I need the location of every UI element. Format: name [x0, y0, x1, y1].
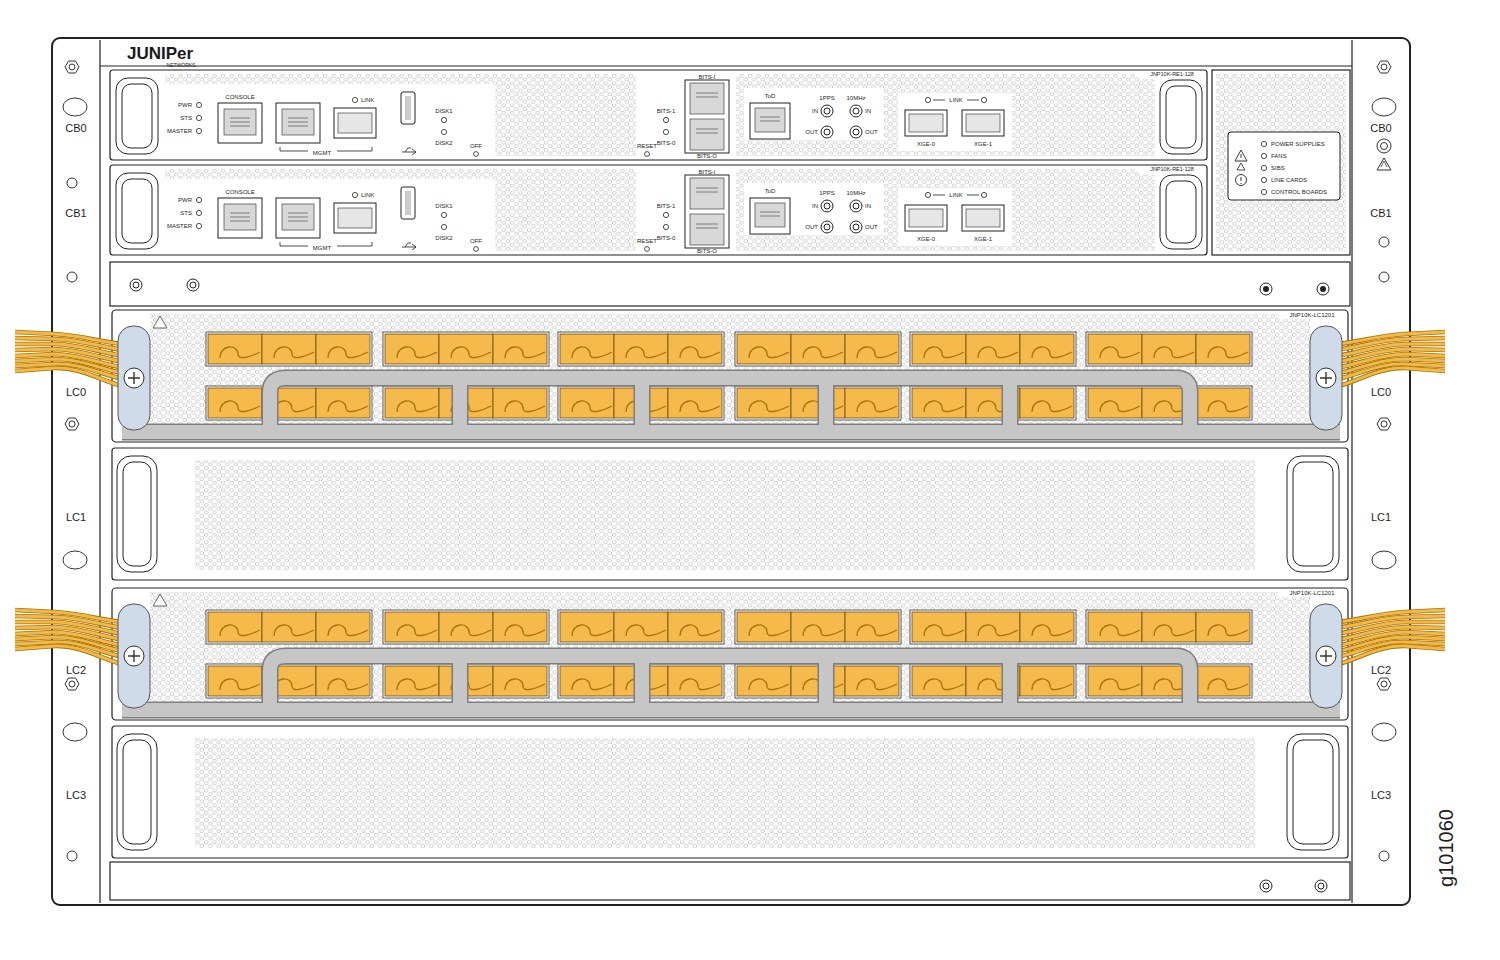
panel-label: ToD [765, 93, 776, 99]
panel-label: BITS-O [697, 248, 717, 254]
panel-label: LINK [949, 192, 962, 198]
brand-logo: NETWORKS [167, 63, 196, 68]
panel-label: BITS-1 [657, 203, 676, 209]
panel-label: LINK [361, 97, 374, 103]
slot-label: LC0 [64, 386, 88, 399]
panel-label: XGE-0 [917, 141, 935, 147]
panel-label: MASTER [167, 223, 192, 229]
panel-label: PWR [178, 197, 192, 203]
slot-label: LC3 [1369, 789, 1393, 802]
panel-label: BITS-O [697, 153, 717, 159]
panel-label: PWR [178, 102, 192, 108]
slot-label: LC2 [64, 664, 88, 677]
panel-label: MGMT [313, 150, 331, 156]
model-label: JNP10K-RE1-128 [1150, 167, 1194, 173]
slot-label: CB0 [1368, 122, 1393, 135]
panel-label: OFF [470, 143, 482, 149]
panel-label: RESET [637, 238, 657, 244]
panel-label: DISK1 [435, 108, 452, 114]
panel-label: BITS-1 [657, 108, 676, 114]
panel-label: IN [865, 108, 871, 114]
panel-label: LINK [949, 97, 962, 103]
panel-label: IN [865, 203, 871, 209]
panel-label: 10MHz [846, 95, 865, 101]
slot-label: LC0 [1369, 386, 1393, 399]
status-led-label: SIBS [1271, 165, 1285, 171]
panel-label: CONSOLE [225, 189, 254, 195]
panel-label: OUT [805, 224, 818, 230]
slot-label: LC1 [64, 511, 88, 524]
panel-label: BITS-I [698, 169, 715, 175]
panel-label: DISK1 [435, 203, 452, 209]
panel-label: OUT [865, 129, 878, 135]
slot-label: LC3 [64, 789, 88, 802]
figure-id: g101060 [1436, 809, 1456, 887]
panel-label: STS [180, 115, 192, 121]
panel-label: XGE-1 [974, 141, 992, 147]
panel-label: MASTER [167, 128, 192, 134]
panel-label: 1PPS [819, 95, 834, 101]
slot-label: CB0 [63, 122, 88, 135]
panel-label: LINK [361, 192, 374, 198]
panel-label: BITS-0 [657, 235, 676, 241]
panel-label: DISK2 [435, 235, 452, 241]
panel-label: OFF [470, 238, 482, 244]
status-led-label: CONTROL BOARDS [1271, 189, 1327, 195]
model-label: JNP10K-LC1201 [1289, 590, 1334, 596]
slot-label: LC1 [1369, 511, 1393, 524]
panel-label: STS [180, 210, 192, 216]
model-label: JNP10K-RE1-128 [1150, 72, 1194, 78]
status-led-label: LINE CARDS [1271, 177, 1307, 183]
brand-logo: JUNIPer [127, 45, 193, 62]
panel-label: BITS-0 [657, 140, 676, 146]
status-led-label: FANS [1271, 153, 1287, 159]
model-label: JNP10K-LC1201 [1289, 312, 1334, 318]
panel-label: OUT [865, 224, 878, 230]
status-led-label: POWER SUPPLIES [1271, 141, 1325, 147]
panel-label: IN [812, 108, 818, 114]
panel-label: 1PPS [819, 190, 834, 196]
panel-label: 10MHz [846, 190, 865, 196]
slot-label: CB1 [63, 207, 88, 220]
panel-label: XGE-1 [974, 236, 992, 242]
panel-label: OUT [805, 129, 818, 135]
panel-label: ToD [765, 188, 776, 194]
panel-label: MGMT [313, 245, 331, 251]
panel-label: IN [812, 203, 818, 209]
slot-label: CB1 [1368, 207, 1393, 220]
panel-label: BITS-I [698, 74, 715, 80]
panel-label: CONSOLE [225, 94, 254, 100]
panel-label: XGE-0 [917, 236, 935, 242]
panel-label: RESET [637, 143, 657, 149]
panel-label: DISK2 [435, 140, 452, 146]
slot-label: LC2 [1369, 664, 1393, 677]
